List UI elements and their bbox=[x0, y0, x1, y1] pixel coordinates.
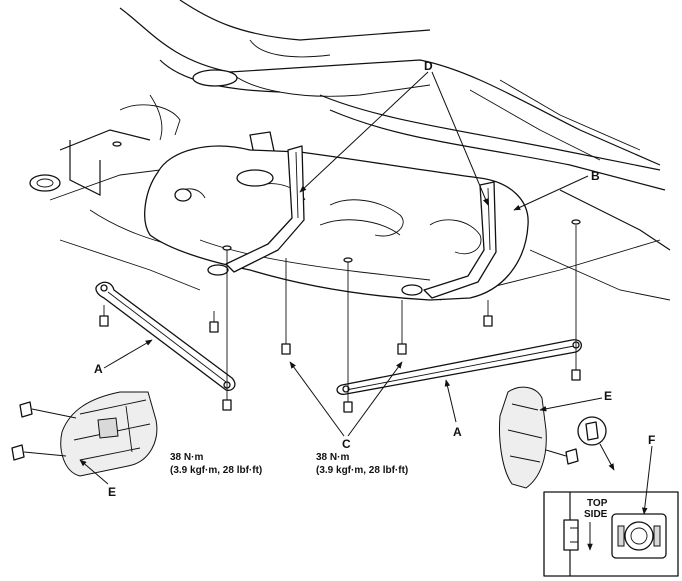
tank-strap-left bbox=[207, 145, 305, 276]
heat-shield-left bbox=[11, 391, 158, 477]
bolt bbox=[222, 250, 232, 411]
callout-c: C bbox=[342, 437, 351, 451]
leader-lines bbox=[79, 71, 653, 515]
inset-side-label: SIDE bbox=[584, 509, 608, 520]
torque-spec-center-line1: 38 N·m bbox=[316, 452, 349, 463]
tank-strap-right bbox=[401, 181, 497, 299]
bolt bbox=[209, 311, 219, 333]
torque-spec-left-line1: 38 N·m bbox=[170, 452, 203, 463]
torque-spec-center-line2: (3.9 kgf·m, 28 lbf·ft) bbox=[316, 465, 408, 476]
callout-e-left: E bbox=[108, 485, 116, 499]
bolt bbox=[571, 225, 581, 381]
callout-d: D bbox=[424, 59, 433, 73]
callout-b: B bbox=[591, 169, 600, 183]
callout-e-right: E bbox=[604, 389, 612, 403]
bolt-group bbox=[99, 141, 581, 413]
bolt bbox=[483, 300, 493, 327]
bolt bbox=[397, 300, 407, 355]
inset-top-label: TOP bbox=[587, 498, 608, 509]
bolt bbox=[99, 305, 109, 327]
brace-left bbox=[95, 281, 236, 391]
heat-shield-right bbox=[499, 386, 615, 489]
callout-f: F bbox=[648, 433, 655, 447]
callout-a-right: A bbox=[453, 425, 462, 439]
brace-right bbox=[336, 339, 582, 395]
bolt bbox=[281, 258, 291, 355]
bolt bbox=[343, 262, 353, 413]
clip-detail-inset bbox=[543, 491, 679, 577]
torque-spec-left-line2: (3.9 kgf·m, 28 lbf·ft) bbox=[170, 465, 262, 476]
callout-a-left: A bbox=[94, 362, 103, 376]
